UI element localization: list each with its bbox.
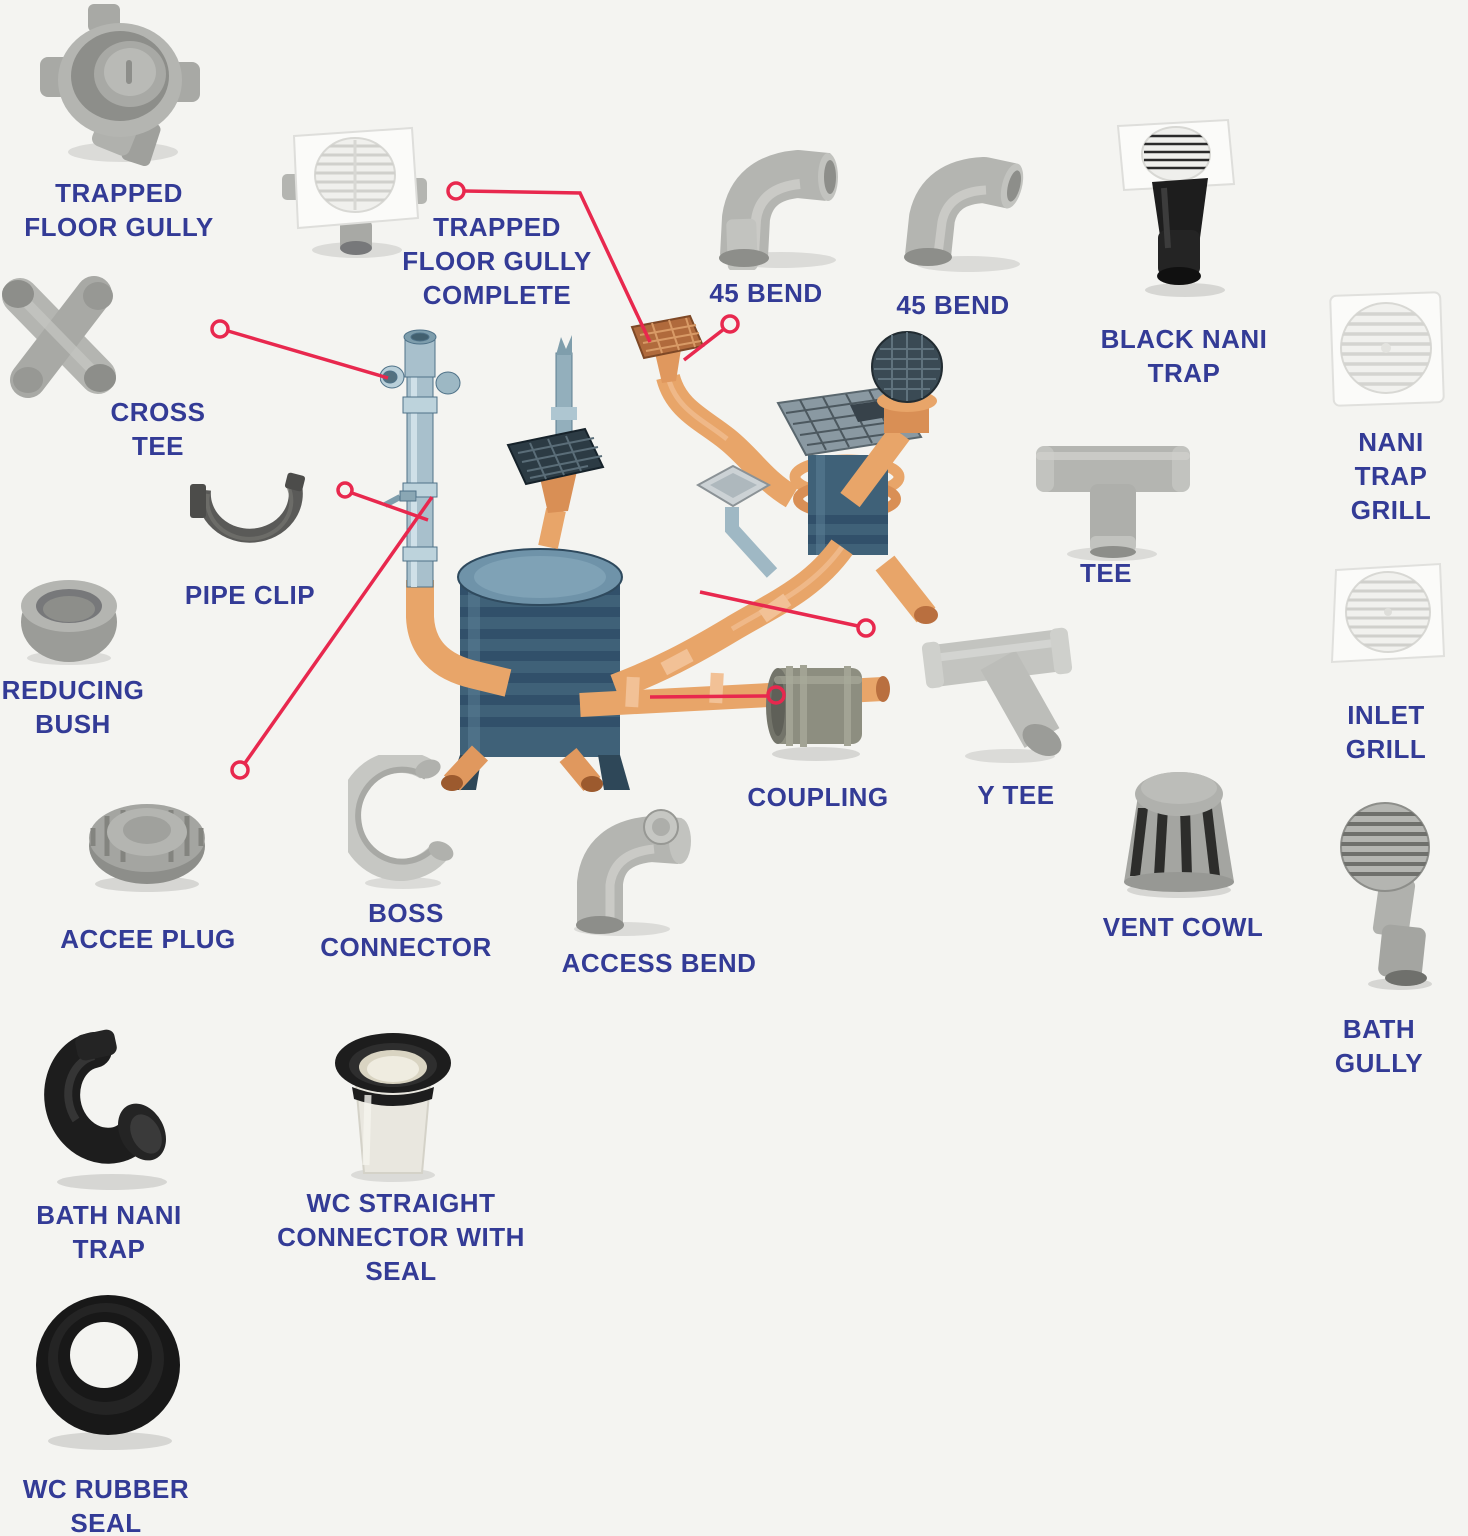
underground-drain-run xyxy=(579,539,938,717)
inlet-grill-photo xyxy=(1330,562,1446,664)
tee-label: TEE xyxy=(1079,558,1133,588)
trapped-floor-gully-complete-label: TRAPPED FLOOR GULLY COMPLETE xyxy=(402,212,592,310)
vent-cowl-photo xyxy=(1124,772,1234,898)
wc-rubber-seal-photo xyxy=(36,1295,180,1450)
45-bend-1-label: 45 BEND xyxy=(709,278,823,308)
reducing-bush-photo xyxy=(21,580,117,665)
accee-plug-label: ACCEE PLUG xyxy=(60,924,236,954)
reducing-bush-label: REDUCING BUSH xyxy=(1,675,145,739)
45-bend-2-label: 45 BEND xyxy=(896,290,1010,320)
pipe-clip-photo xyxy=(190,472,306,543)
y-tee-label: Y TEE xyxy=(977,780,1055,810)
45-bend-2-photo xyxy=(904,157,1024,272)
y-tee-photo xyxy=(921,627,1073,763)
vent-pipe-cut xyxy=(551,335,577,449)
45-bend-1-photo xyxy=(719,150,838,270)
bath-nani-trap-photo xyxy=(44,1029,167,1190)
black-nani-trap-label: BLACK NANI TRAP xyxy=(1100,324,1268,388)
cross-tee-label: CROSS TEE xyxy=(110,397,206,461)
bath-nani-trap-label: BATH NANI TRAP xyxy=(36,1200,182,1264)
gully-trap-round xyxy=(840,331,943,508)
pipe-clip-label: PIPE CLIP xyxy=(184,580,316,610)
floor-gully-grate-dark xyxy=(506,427,605,550)
floor-gully-grate-orange xyxy=(630,314,799,508)
wc-straight-connector-photo xyxy=(335,1033,451,1182)
nani-trap-grill-photo xyxy=(1329,291,1445,407)
accee-plug-photo xyxy=(89,804,205,892)
nani-trap-grill-label: NANI TRAP GRILL xyxy=(1350,427,1432,525)
trapped-floor-gully-complete-photo xyxy=(282,126,427,258)
cross-tee-photo xyxy=(2,276,116,398)
inlet-grill-label: INLET GRILL xyxy=(1345,700,1427,764)
bath-gully-photo xyxy=(1340,802,1432,990)
access-bend-photo xyxy=(574,809,691,936)
vent-cowl-label: VENT COWL xyxy=(1102,912,1264,942)
boss-connector-photo xyxy=(348,755,454,889)
wc-straight-connector-label: WC STRAIGHT CONNECTOR WITH SEAL xyxy=(277,1188,525,1286)
trapped-floor-gully-label: TRAPPED FLOOR GULLY xyxy=(24,178,214,242)
coupling-label: COUPLING xyxy=(747,782,889,812)
access-bend-label: ACCESS BEND xyxy=(561,948,757,978)
callout-cross-tee xyxy=(210,319,389,380)
bath-gully-label: BATH GULLY xyxy=(1334,1014,1424,1078)
boss-connector-label: BOSS CONNECTOR xyxy=(320,898,492,962)
tee-photo xyxy=(1036,446,1190,561)
wc-rubber-seal-label: WC RUBBER SEAL xyxy=(22,1474,190,1536)
black-nani-trap-photo xyxy=(1116,118,1236,297)
trapped-floor-gully-photo xyxy=(40,4,200,166)
inspection-chamber-large xyxy=(448,548,630,790)
rainwater-hopper xyxy=(695,464,778,578)
coupling-photo xyxy=(766,665,862,761)
